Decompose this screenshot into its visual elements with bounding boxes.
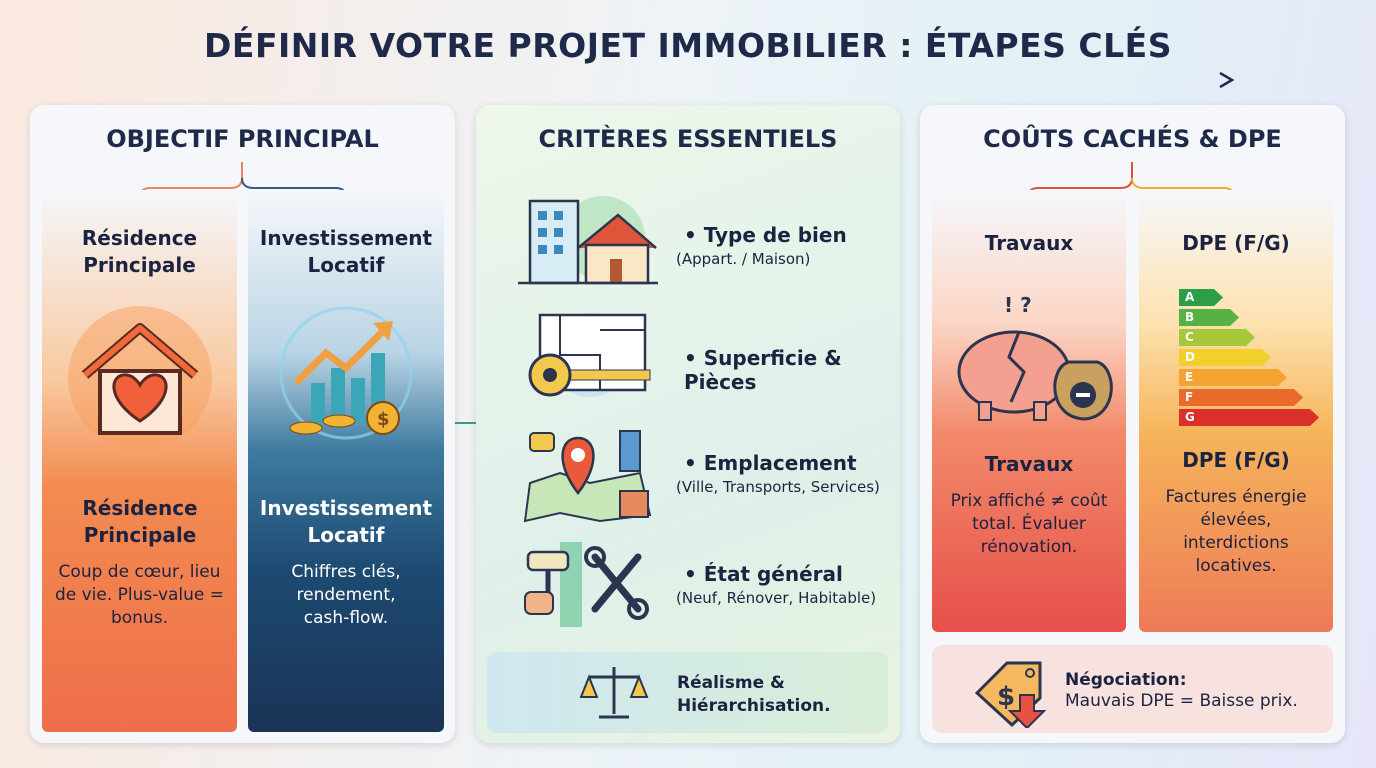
criteria-item-title: • Emplacement	[684, 451, 857, 475]
dpe-grade-e: E	[1179, 369, 1287, 386]
floorplan-tape-icon	[528, 313, 651, 397]
negociation-desc: Mauvais DPE = Baisse prix.	[1065, 691, 1298, 711]
realisme-box: Réalisme & Hiérarchisation.	[487, 652, 888, 733]
criteres-panel: CRITÈRES ESSENTIELS • Type de bien (Appar…	[476, 105, 900, 743]
dpe-desc: Factures énergie élevées, interdictions …	[1165, 487, 1307, 576]
criteria-item-etat: • État général (Neuf, Rénover, Habitable)	[676, 562, 876, 607]
investissement-desc: Chiffres clés, rendement, cash-flow.	[291, 562, 401, 628]
travaux-title: Travaux	[984, 452, 1074, 476]
criteres-heading: CRITÈRES ESSENTIELS	[538, 125, 838, 153]
growth-chart-coins-icon: $	[279, 306, 413, 440]
dpe-grade-c: C	[1179, 329, 1255, 346]
investissement-title: Investissement Locatif	[259, 496, 433, 547]
criteria-item-title: • Type de bien	[684, 223, 847, 247]
realisme-text: Réalisme & Hiérarchisation.	[677, 673, 831, 716]
criteria-item-title: • Superficie & Pièces	[684, 346, 842, 394]
scales-icon	[579, 667, 649, 719]
criteria-item-superficie: • Superficie & Pièces	[684, 346, 900, 394]
criteria-item-type: • Type de bien (Appart. / Maison)	[676, 223, 847, 268]
criteria-item-sub: (Ville, Transports, Services)	[676, 478, 880, 496]
residence-desc: Coup de cœur, lieu de vie. Plus-value = …	[54, 562, 225, 628]
objectif-heading: OBJECTIF PRINCIPAL	[106, 125, 379, 153]
dpe-label: DPE (F/G)	[1182, 231, 1290, 255]
criteria-item-sub: (Neuf, Rénover, Habitable)	[676, 589, 877, 607]
svg-text:! ?: ! ?	[1004, 293, 1032, 317]
dpe-title: DPE (F/G)	[1182, 448, 1290, 472]
travaux-column: Travaux ! ? Travaux Prix affiché ≠ coût …	[932, 190, 1126, 632]
house-heart-icon	[67, 306, 212, 450]
residence-column: Résidence Principale Résidence Principal…	[42, 190, 237, 732]
travaux-desc: Prix affiché ≠ coût total. Évaluer rénov…	[950, 491, 1108, 557]
tools-icon	[524, 542, 649, 627]
svg-text:$: $	[377, 409, 390, 430]
negociation-text: Négociation:Mauvais DPE = Baisse prix.	[1065, 670, 1298, 712]
couts-heading: COÛTS CACHÉS & DPE	[983, 125, 1282, 153]
negociation-box: $ Négociation:Mauvais DPE = Baisse prix.	[932, 645, 1333, 733]
dpe-grade-d: D	[1179, 349, 1271, 366]
investissement-column: Investissement Locatif $ Investissement …	[248, 190, 444, 732]
criteria-item-sub: (Appart. / Maison)	[676, 250, 811, 268]
dpe-grade-a: A	[1179, 289, 1223, 306]
dpe-grade-g: G	[1179, 409, 1319, 426]
svg-text:$: $	[997, 682, 1015, 712]
criteria-item-emplacement: • Emplacement (Ville, Transports, Service…	[676, 451, 880, 496]
page-title: DÉFINIR VOTRE PROJET IMMOBILIER : ÉTAPES…	[204, 26, 1172, 65]
couts-panel: COÛTS CACHÉS & DPE Travaux ! ? Travaux P…	[920, 105, 1345, 743]
building-house-icon	[518, 196, 658, 285]
travaux-label: Travaux	[984, 231, 1074, 255]
investissement-label: Investissement Locatif	[259, 226, 433, 277]
negociation-title: Négociation:	[1065, 670, 1187, 690]
objectif-panel: OBJECTIF PRINCIPAL Résidence Principale …	[30, 105, 455, 743]
criteria-item-title: • État général	[684, 562, 843, 586]
price-tag-down-icon: $	[974, 661, 1047, 728]
dpe-grade-f: F	[1179, 389, 1303, 406]
dpe-grade-b: B	[1179, 309, 1239, 326]
map-pin-icon	[523, 430, 652, 523]
residence-title: Résidence Principale	[82, 496, 198, 547]
residence-label: Résidence Principale	[81, 226, 198, 277]
title-arrow-icon	[160, 72, 1235, 89]
broken-piggy-bank-icon: ! ?	[957, 293, 1113, 421]
